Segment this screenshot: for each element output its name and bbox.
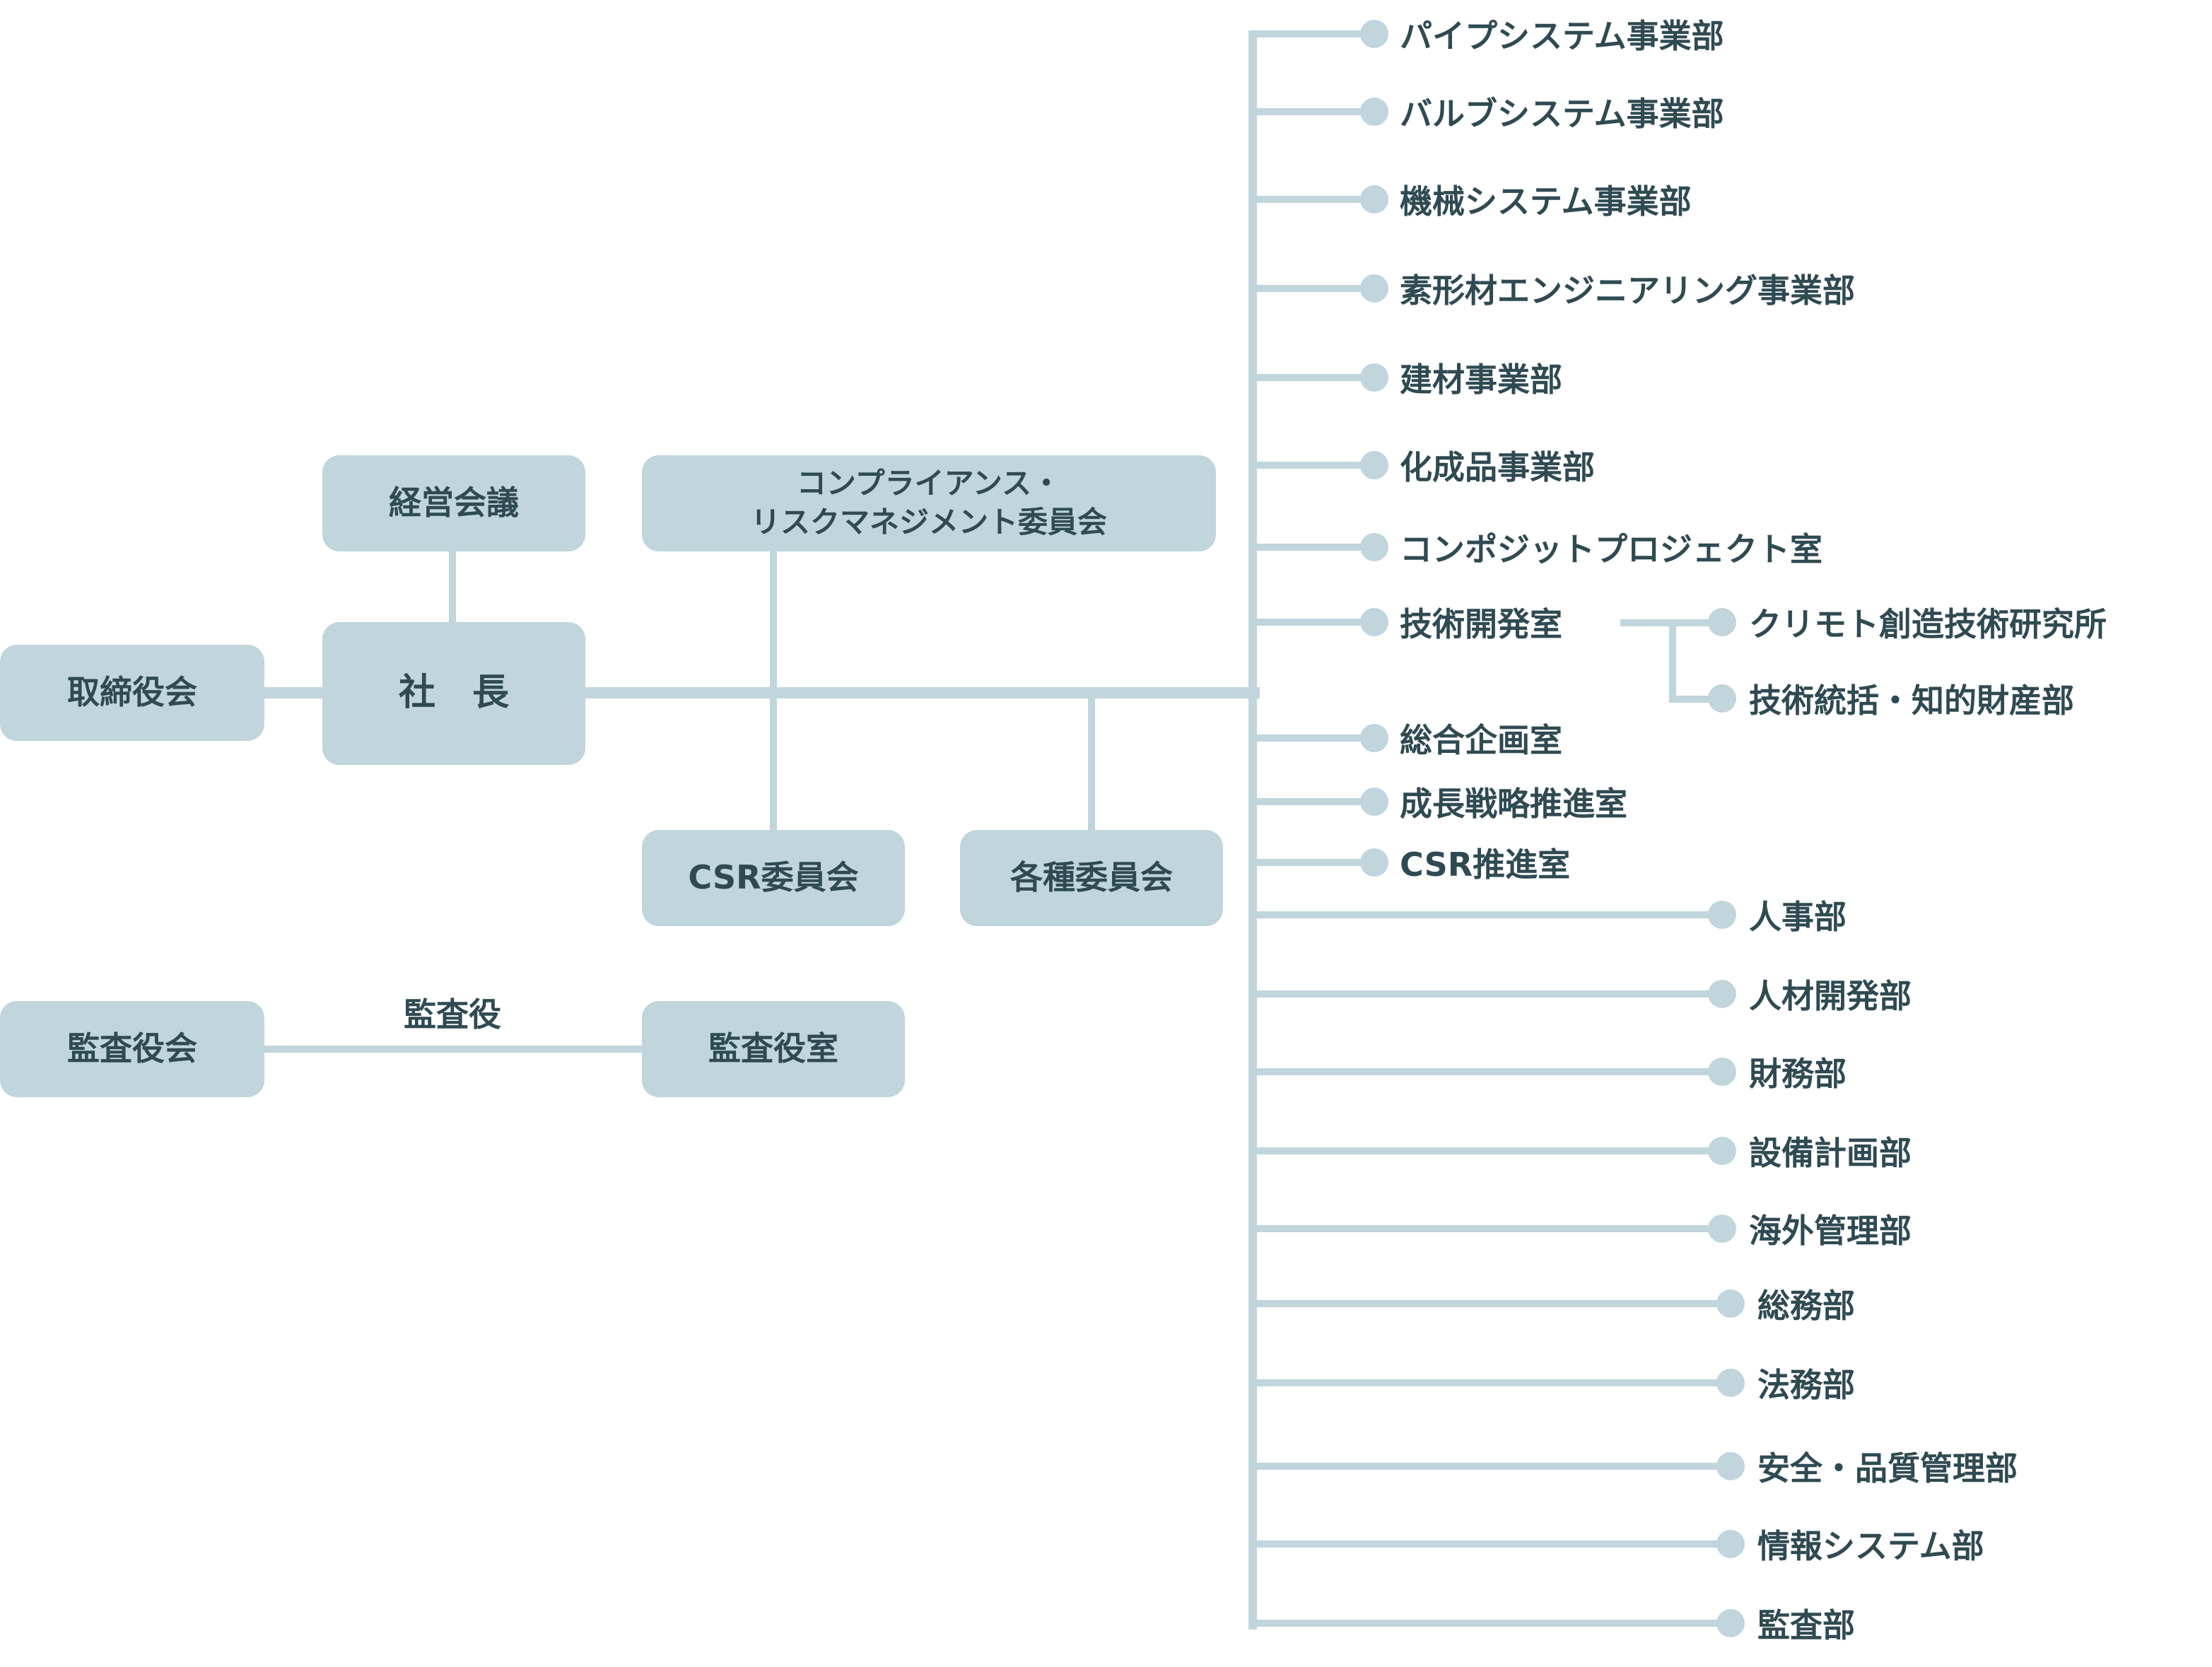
branch-line (1253, 1620, 1731, 1627)
division-label: 化成品事業部 (1400, 448, 1595, 486)
branch-line (1253, 735, 1374, 742)
branch-line (1253, 1379, 1731, 1386)
branch-line (1253, 1463, 1731, 1470)
node-dot-icon (1360, 20, 1388, 48)
node-dot-icon (1708, 1058, 1736, 1086)
division-label: 人事部 (1749, 898, 1847, 936)
node-dot-icon (1360, 724, 1388, 752)
node-dot-icon (1360, 363, 1388, 392)
connector-board-president (264, 687, 322, 698)
division-label: バルブシステム事業部 (1400, 95, 1724, 133)
node-dot-icon (1708, 684, 1736, 713)
division-label: 財務部 (1749, 1055, 1847, 1093)
node-dot-icon (1360, 185, 1388, 214)
node-dot-icon (1360, 451, 1388, 479)
connector-audit (264, 1046, 642, 1053)
auditor-office-box: 監査役室 (642, 1001, 905, 1097)
division-label: 人材開発部 (1749, 977, 1912, 1015)
branch-line (1253, 1225, 1722, 1232)
node-dot-icon (1360, 848, 1388, 877)
auditor-label: 監査役 (404, 995, 501, 1034)
various-committees-box: 各種委員会 (960, 830, 1223, 926)
division-label: 総務部 (1757, 1287, 1855, 1325)
node-dot-icon (1716, 1530, 1745, 1558)
connector-main-horizontal (585, 687, 1260, 698)
branch-line (1253, 619, 1374, 626)
branch-line (1253, 990, 1722, 998)
division-label: 設備計画部 (1749, 1134, 1912, 1172)
division-label: 監査部 (1757, 1606, 1855, 1644)
node-dot-icon (1708, 980, 1736, 1008)
branch-line (1253, 1300, 1731, 1307)
node-dot-icon (1716, 1452, 1745, 1480)
branch-line (1253, 798, 1374, 805)
branch-line (1253, 911, 1722, 918)
node-dot-icon (1360, 98, 1388, 126)
sub-division-label: クリモト創造技術研究所 (1749, 605, 2107, 643)
division-label: 建材事業部 (1400, 361, 1562, 399)
node-dot-icon (1360, 608, 1388, 636)
connector-compliance-csr (770, 551, 777, 830)
node-dot-icon (1716, 1289, 1745, 1318)
division-label: 総合企画室 (1400, 721, 1562, 759)
branch-line (1253, 285, 1374, 292)
branch-line (1253, 1540, 1731, 1548)
division-label: 成長戦略推進室 (1400, 785, 1627, 823)
csr-committee-box: CSR委員会 (642, 830, 905, 926)
division-label: パイプシステム事業部 (1400, 17, 1724, 55)
node-dot-icon (1360, 533, 1388, 561)
division-label: 法務部 (1757, 1366, 1855, 1404)
branch-line (1253, 374, 1374, 381)
connector-various-committees (1088, 693, 1095, 830)
board-of-directors-box: 取締役会 (0, 645, 264, 741)
connector-meeting-president (449, 551, 456, 622)
management-meeting-box: 経営会議 (322, 455, 585, 551)
sub-division-label: 技術統括・知的財産部 (1749, 682, 2074, 720)
division-label: CSR推進室 (1400, 846, 1571, 884)
node-dot-icon (1708, 901, 1736, 929)
audit-board-box: 監査役会 (0, 1001, 264, 1097)
division-label: 機械システム事業部 (1400, 182, 1692, 221)
branch-line (1253, 196, 1374, 203)
division-label: コンポジットプロジェクト室 (1400, 530, 1822, 568)
connector-trunk (1248, 30, 1257, 1630)
branch-line (1253, 859, 1374, 866)
branch-line (1253, 1068, 1722, 1075)
division-label: 技術開発室 (1400, 605, 1562, 643)
node-dot-icon (1360, 274, 1388, 303)
branch-line (1253, 30, 1374, 37)
node-dot-icon (1360, 788, 1388, 816)
compliance-committee-box: コンプライアンス・ リスクマネジメント委員会 (642, 455, 1216, 551)
branch-line (1253, 462, 1374, 469)
division-label: 情報システム部 (1757, 1527, 1984, 1565)
node-dot-icon (1708, 1215, 1736, 1243)
division-label: 素形材エンジニアリング事業部 (1400, 271, 1855, 310)
node-dot-icon (1716, 1369, 1745, 1397)
branch-line (1253, 1147, 1722, 1154)
branch-line (1253, 544, 1374, 551)
president-box: 社 長 (322, 622, 585, 765)
division-label: 安全・品質管理部 (1757, 1449, 2018, 1487)
connector-techdev-vertical (1669, 619, 1676, 703)
node-dot-icon (1708, 608, 1736, 636)
division-label: 海外管理部 (1749, 1212, 1912, 1250)
connector-techdev-sub2 (1669, 696, 1720, 703)
node-dot-icon (1708, 1137, 1736, 1165)
node-dot-icon (1716, 1609, 1745, 1637)
branch-line (1253, 108, 1374, 115)
